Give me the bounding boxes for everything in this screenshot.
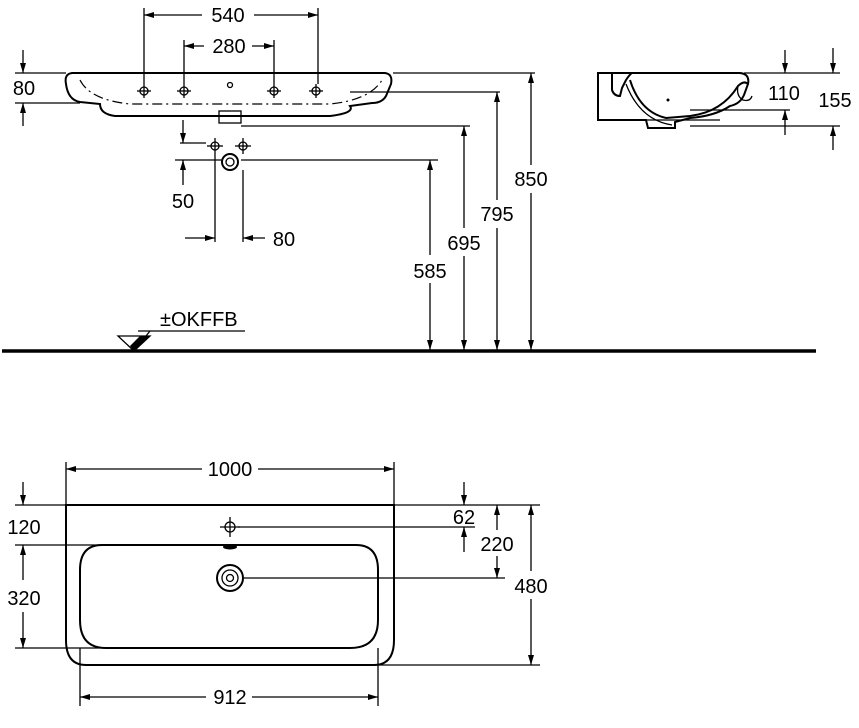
floor-level-label: ±OKFFB (160, 309, 238, 331)
dim-bowl-depth: 320 (7, 588, 40, 610)
waste-connection (207, 138, 251, 242)
top-waste (216, 564, 244, 592)
tap-hole-marks (137, 81, 323, 98)
floor-level-marker (116, 330, 245, 352)
dim-rim-height: 850 (514, 169, 547, 191)
dim-tap-spacing-inner: 280 (212, 36, 245, 58)
bowl-hidden-line (79, 79, 383, 105)
dim-width-overall: 1000 (208, 459, 253, 481)
dim-waste-height: 585 (413, 261, 446, 283)
dim-outlet-height: 695 (447, 233, 480, 255)
overflow-slot (223, 544, 237, 550)
dim-tap-spacing-outer: 540 (211, 5, 244, 27)
front-view: 540 280 80 50 (2, 5, 816, 353)
basin-side-outline (597, 72, 750, 129)
dim-tap-from-back: 62 (453, 507, 475, 529)
dim-depth-outer: 155 (818, 90, 851, 112)
top-tap-hole (220, 517, 240, 537)
dim-width-bowl: 912 (213, 687, 246, 709)
side-view: 110 155 (597, 48, 852, 150)
dim-bowl-base-height: 795 (480, 204, 513, 226)
dim-depth-inner: 110 (768, 83, 800, 105)
dim-waste-offset-h: 80 (273, 229, 295, 251)
dim-rim-thickness: 80 (13, 78, 35, 100)
basin-front-outline (64, 72, 393, 117)
basin-bowl-outline (79, 544, 379, 649)
dim-depth-overall: 480 (514, 576, 547, 598)
top-view: 1000 912 120 320 62 (7, 459, 547, 709)
waste-outlet (218, 110, 242, 124)
dim-waste-offset-v: 50 (172, 191, 194, 213)
dim-waste-from-back: 220 (480, 534, 513, 556)
dim-back-to-bowl: 120 (7, 517, 40, 539)
